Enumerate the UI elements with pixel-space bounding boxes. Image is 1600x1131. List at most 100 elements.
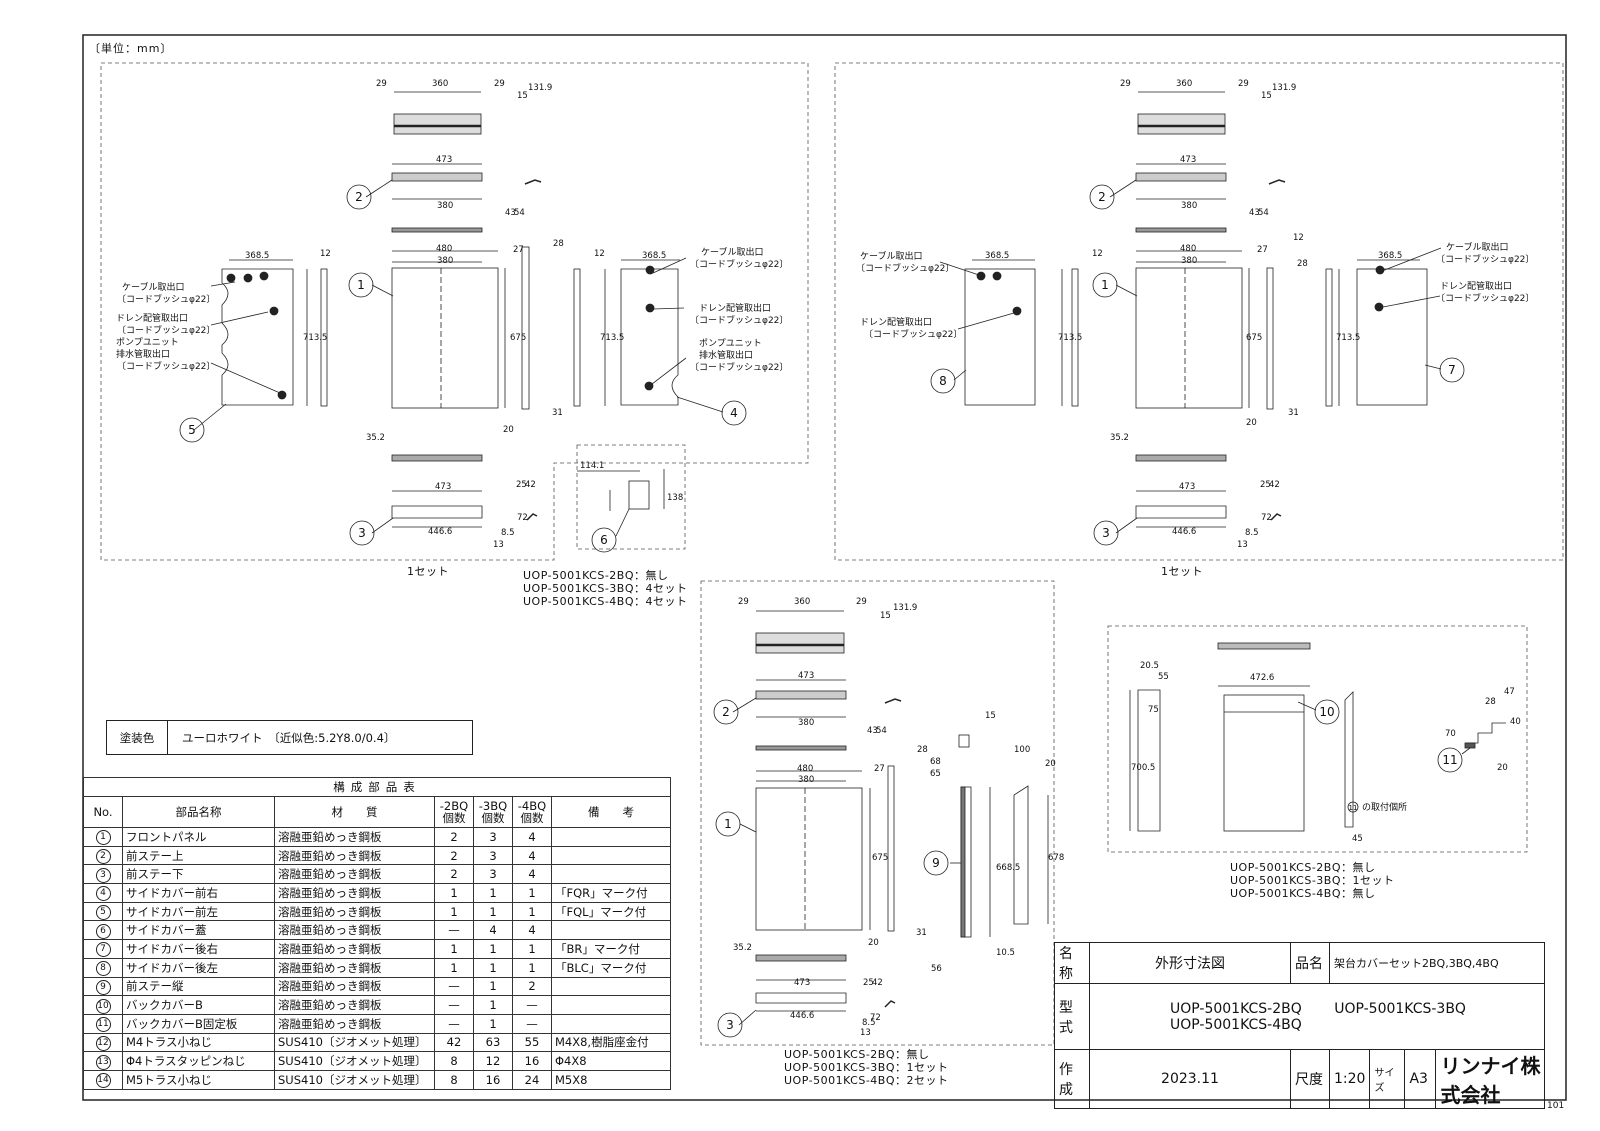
svg-text:54: 54 [876,726,887,736]
svg-text:42: 42 [872,978,883,988]
company-name: リンナイ株式会社 [1435,1049,1546,1109]
svg-text:473: 473 [794,978,810,988]
part-no: 4 [83,883,123,903]
svg-text:2: 2 [1098,190,1106,204]
qty-4bq: 55 [512,1032,552,1053]
svg-text:380: 380 [437,256,453,266]
qty-3bq: 1 [473,976,513,997]
part-material: 溶融亜鉛めっき鋼板 [274,920,435,941]
part-material: 溶融亜鉛めっき鋼板 [274,995,435,1015]
svg-text:2: 2 [722,705,730,719]
svg-text:47: 47 [1504,687,1515,697]
made-label: 作成 [1054,1049,1090,1109]
svg-text:8.5: 8.5 [862,1018,876,1028]
svg-text:473: 473 [798,671,814,681]
svg-text:20: 20 [868,938,879,948]
svg-text:排水管取出口: 排水管取出口 [116,348,170,360]
part-no: 1 [83,827,123,847]
svg-text:13: 13 [493,540,504,550]
part-name: サイドカバー後左 [122,957,275,978]
svg-text:25: 25 [863,978,874,988]
middle-group [713,610,1049,1038]
model-label: 型式 [1054,983,1090,1050]
part-material: 溶融亜鉛めっき鋼板 [274,976,435,997]
svg-text:20: 20 [503,425,514,435]
svg-text:446.6: 446.6 [790,1011,814,1021]
svg-text:368.5: 368.5 [985,251,1009,261]
svg-text:480: 480 [436,244,452,254]
svg-text:114.1: 114.1 [580,461,604,471]
svg-text:29: 29 [1238,79,1249,89]
part-no: 6 [83,920,123,941]
qty-4bq: 1 [512,883,552,903]
header-qty-4bq: -4BQ 個数 [512,796,552,828]
part-name: サイドカバー前右 [122,883,275,903]
parts-table: 構成部品表 No. 部品名称 材 質 -2BQ 個数 -3BQ 個数 -4BQ … [83,777,671,1090]
part-remark: 「BLC」マーク付 [551,957,671,978]
qty-2bq: 42 [434,1032,474,1053]
part-no: 13 [83,1051,123,1071]
part-material: SUS410〔ジオメット処理〕 [274,1051,435,1071]
header-remark: 備 考 [551,796,671,828]
paint-label: 塗装色 [107,721,168,754]
part-no-circle: 9 [95,979,111,995]
qty-3bq: 12 [473,1051,513,1071]
svg-text:7: 7 [1448,363,1456,377]
header-no: No. [83,796,123,828]
qty-2bq: — [434,920,474,941]
qty-3bq: 16 [473,1069,513,1090]
svg-text:380: 380 [1181,256,1197,266]
svg-text:131.9: 131.9 [1272,83,1296,93]
part-no-circle: 2 [95,849,111,865]
svg-text:35.2: 35.2 [733,943,752,953]
svg-text:ポンプユニット: ポンプユニット [116,337,179,348]
svg-text:675: 675 [872,853,888,863]
svg-text:480: 480 [1180,244,1196,254]
svg-text:480: 480 [797,764,813,774]
part-no: 2 [83,845,123,866]
svg-text:8: 8 [939,374,947,388]
svg-text:56: 56 [931,964,942,974]
svg-text:678: 678 [1048,853,1064,863]
qty-2bq: 1 [434,957,474,978]
part-no: 9 [83,976,123,997]
qty-3bq: 3 [473,864,513,885]
svg-text:368.5: 368.5 [642,251,666,261]
svg-text:3: 3 [358,526,366,540]
sheet-border [82,34,1567,1101]
qty-3bq: 1 [473,939,513,959]
svg-text:10: 10 [1319,705,1334,719]
part-no-circle: 11 [95,1017,111,1033]
svg-text:138: 138 [667,493,683,503]
svg-text:668.5: 668.5 [996,863,1020,873]
part-no: 14 [83,1069,123,1090]
back-group [1129,642,1506,832]
svg-text:43: 43 [505,208,516,218]
svg-text:713.5: 713.5 [1058,333,1082,343]
svg-text:35.2: 35.2 [1110,433,1129,443]
svg-text:〔コードブッシュφ22〕: 〔コードブッシュφ22〕 [864,328,962,340]
svg-text:8.5: 8.5 [501,528,515,538]
svg-text:55: 55 [1158,672,1169,682]
svg-text:713.5: 713.5 [303,333,327,343]
qty-2bq: 8 [434,1051,474,1071]
part-no-circle: 3 [95,867,111,883]
qty-2bq: 1 [434,901,474,922]
paint-value: ユーロホワイト 〔近似色:5.2Y8.0/0.4〕 [182,730,396,745]
svg-text:31: 31 [916,928,927,938]
svg-text:27: 27 [1257,245,1268,255]
size-value: A3 [1404,1049,1437,1109]
svg-text:25: 25 [516,480,527,490]
svg-text:2: 2 [355,190,363,204]
part-no: 3 [83,864,123,885]
svg-text:31: 31 [1288,408,1299,418]
qty-4bq: 4 [512,845,552,866]
part-remark: M4X8,樹脂座金付 [551,1032,671,1053]
svg-text:40: 40 [1510,717,1521,727]
svg-text:15: 15 [880,611,891,621]
